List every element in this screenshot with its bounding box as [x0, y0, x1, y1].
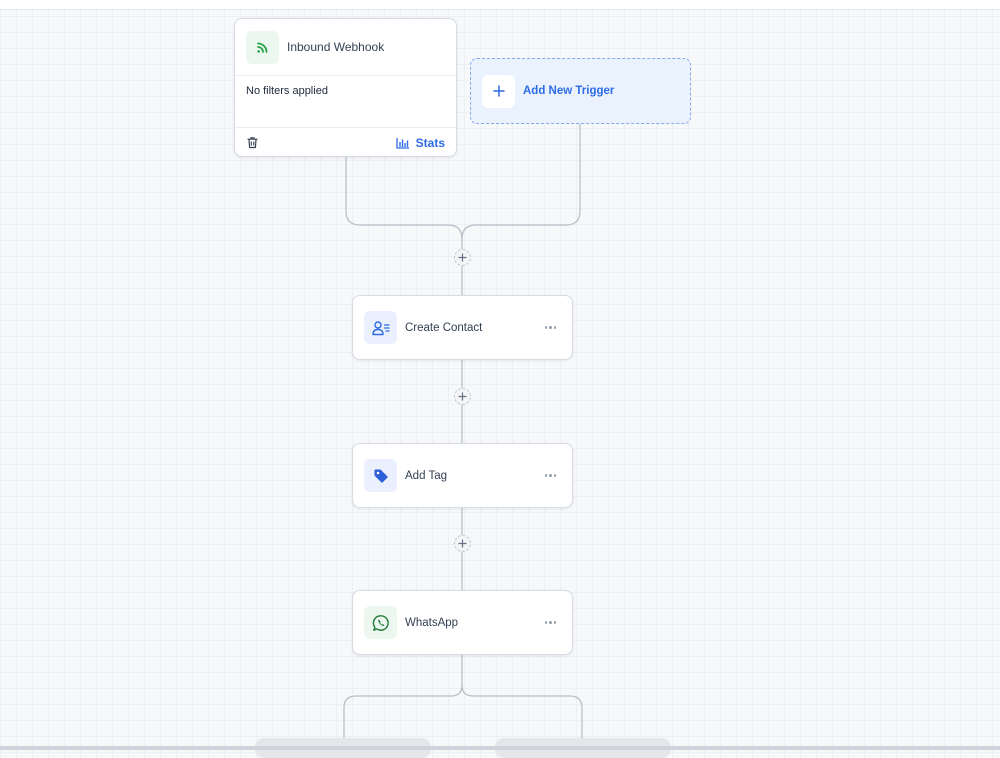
tag-icon	[364, 459, 397, 492]
contact-list-icon	[364, 311, 397, 344]
step-label: Create Contact	[405, 321, 483, 334]
bottom-scrollbar[interactable]	[0, 746, 1000, 750]
more-options-icon[interactable]	[544, 326, 556, 329]
stats-label: Stats	[415, 135, 445, 150]
add-step-button[interactable]	[454, 535, 471, 552]
add-new-trigger-button[interactable]: Add New Trigger	[470, 58, 691, 124]
trigger-card-inbound-webhook[interactable]: Inbound Webhook No filters applied Stats	[234, 18, 457, 157]
more-options-icon[interactable]	[544, 621, 556, 624]
plus-icon	[458, 539, 467, 548]
add-step-button[interactable]	[454, 249, 471, 266]
trash-icon[interactable]	[246, 136, 259, 149]
webhook-icon	[246, 30, 279, 64]
plus-icon	[458, 253, 467, 262]
trigger-card-footer: Stats	[235, 128, 456, 157]
trigger-card-header: Inbound Webhook	[235, 19, 456, 76]
step-label: Add Tag	[405, 469, 447, 482]
step-card-create-contact[interactable]: Create Contact	[352, 295, 573, 360]
add-step-button[interactable]	[454, 388, 471, 405]
trigger-title: Inbound Webhook	[287, 40, 385, 54]
top-toolbar-strip	[0, 0, 1000, 10]
step-card-whatsapp[interactable]: WhatsApp	[352, 590, 573, 655]
add-new-trigger-label: Add New Trigger	[523, 85, 615, 97]
step-card-add-tag[interactable]: Add Tag	[352, 443, 573, 508]
more-options-icon[interactable]	[544, 474, 556, 477]
whatsapp-icon	[364, 606, 397, 639]
plus-icon	[458, 392, 467, 401]
stats-button[interactable]: Stats	[396, 136, 445, 150]
trigger-filter-text: No filters applied	[235, 76, 456, 128]
bar-chart-icon	[396, 137, 410, 149]
plus-icon	[482, 74, 515, 108]
step-label: WhatsApp	[405, 616, 459, 629]
